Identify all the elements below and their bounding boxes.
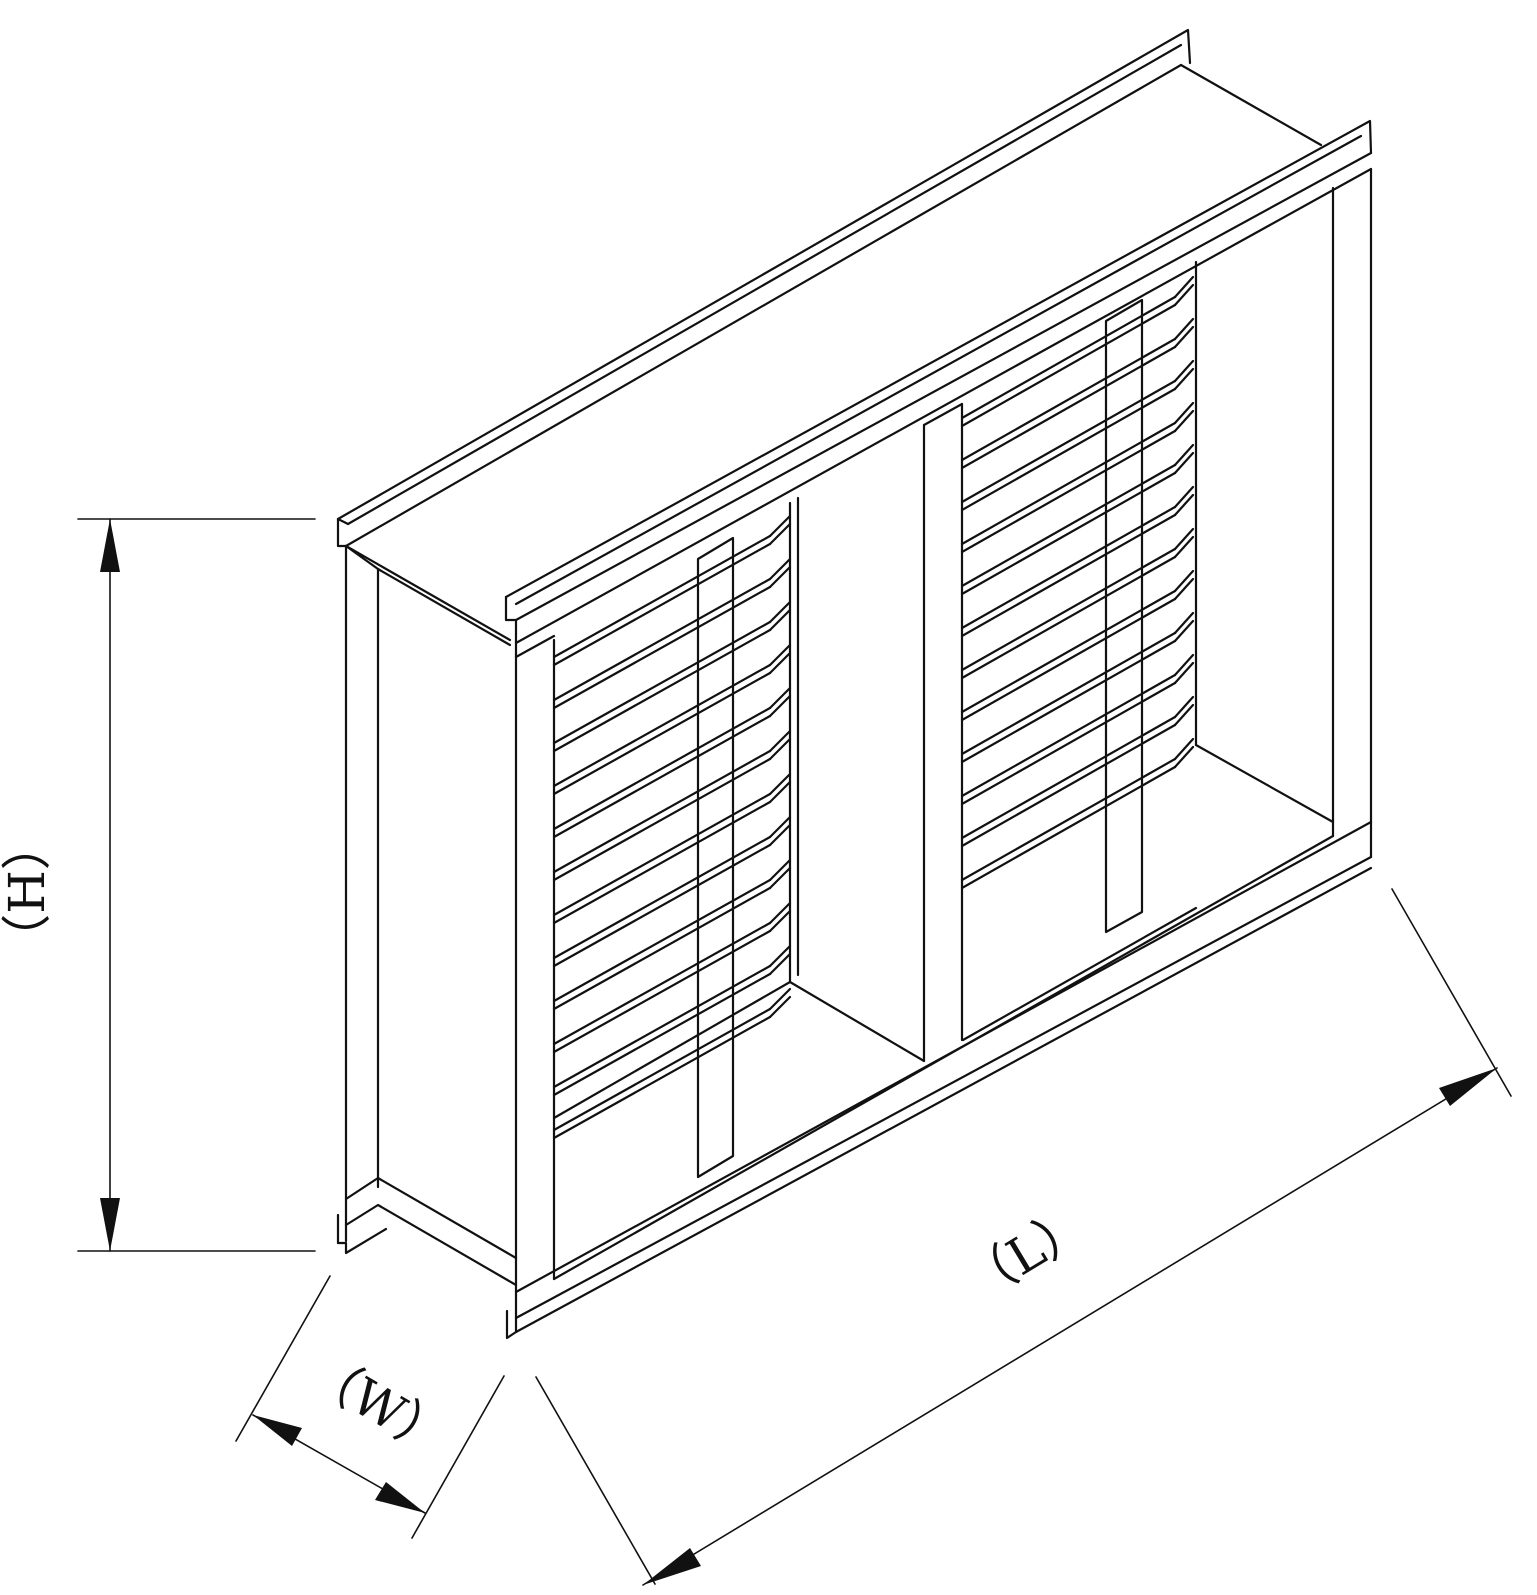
right-blade-bank bbox=[960, 275, 1195, 934]
left-blade-bank bbox=[552, 514, 792, 1179]
left-blade-4 bbox=[552, 643, 792, 796]
right-blade-5 bbox=[960, 443, 1195, 596]
left-blade-1 bbox=[552, 514, 792, 667]
right-blade-9 bbox=[960, 611, 1195, 764]
left-blade-12 bbox=[552, 987, 792, 1140]
right-blade-3 bbox=[960, 359, 1195, 512]
right-blade-1 bbox=[960, 275, 1195, 428]
left-blade-5 bbox=[552, 686, 792, 839]
right-blade-4 bbox=[960, 401, 1195, 554]
right-blade-8 bbox=[960, 569, 1195, 722]
width-label: （W） bbox=[298, 1342, 458, 1468]
right-blade-7 bbox=[960, 527, 1195, 680]
left-blade-6 bbox=[552, 729, 792, 882]
right-blade-11 bbox=[960, 695, 1195, 848]
left-blade-8 bbox=[552, 815, 792, 968]
length-label: （L） bbox=[954, 1194, 1098, 1312]
right-blade-12 bbox=[960, 737, 1195, 890]
right-blade-2 bbox=[960, 317, 1195, 470]
width-dimension: （W） bbox=[235, 1275, 505, 1539]
right-blade-6 bbox=[960, 485, 1195, 638]
height-dimension: （H） bbox=[0, 518, 316, 1252]
length-dimension: （L） bbox=[535, 888, 1512, 1586]
left-blade-11 bbox=[552, 944, 792, 1097]
left-blade-3 bbox=[552, 600, 792, 753]
left-blade-9 bbox=[552, 858, 792, 1011]
left-blade-7 bbox=[552, 772, 792, 925]
left-blade-10 bbox=[552, 901, 792, 1054]
left-blade-2 bbox=[552, 557, 792, 710]
damper-housing bbox=[336, 28, 1373, 1340]
height-label: （H） bbox=[0, 820, 56, 964]
right-blade-10 bbox=[960, 653, 1195, 806]
